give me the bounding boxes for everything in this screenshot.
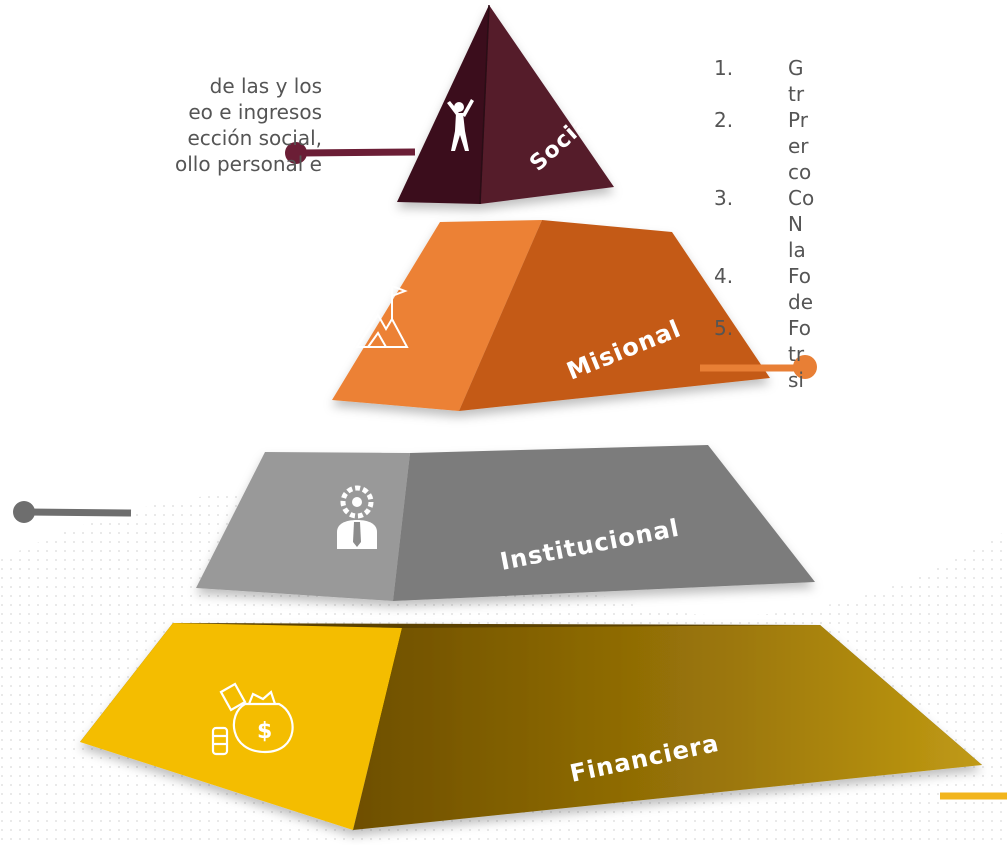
list-item-number: 1. [714, 56, 734, 80]
connector-misional [700, 355, 817, 379]
list-item-line: Fo [788, 316, 812, 340]
list-item-line: er [788, 134, 809, 158]
list-item-line: N [788, 212, 803, 236]
intro-text-line: de las y los [209, 74, 322, 98]
list-item-line: Co [788, 186, 815, 210]
svg-text:$: $ [257, 719, 272, 744]
list-item-number: 2. [714, 108, 734, 132]
intro-text-line: ollo personal e [175, 152, 322, 176]
pyramid-level-social [397, 4, 614, 205]
list-item-line: Fo [788, 264, 812, 288]
list-item-line: G [788, 56, 804, 80]
list-item-line: tr [788, 342, 805, 366]
intro-text-line: ección social, [187, 126, 322, 150]
pyramid-level-financiera [80, 623, 982, 830]
person-gear-icon [337, 485, 377, 549]
list-item-line: de [788, 290, 813, 314]
dancing-person-icon [447, 99, 474, 151]
list-item: 3. Co N la [714, 185, 1007, 263]
mountain-flag-icon [355, 285, 409, 348]
list-item: 4. Fo de [714, 263, 1007, 315]
numbered-list: 1. G tr 2. Pr er co 3. Co N la 4. Fo de … [714, 55, 1007, 595]
list-item: 1. G tr [714, 55, 1007, 107]
list-item-line: la [788, 238, 806, 262]
connector-social [285, 142, 416, 164]
list-item-line: tr [788, 82, 805, 106]
list-item: 2. Pr er co [714, 107, 1007, 185]
list-item-number: 5. [714, 316, 734, 340]
connector-institucional [13, 501, 132, 523]
list-item: 5. Fo tr si [714, 315, 1007, 393]
list-item-line: Pr [788, 108, 808, 132]
list-item-line: si [788, 368, 804, 392]
list-item-line: co [788, 160, 812, 184]
list-item-number: 4. [714, 264, 734, 288]
list-item-number: 3. [714, 186, 734, 210]
intro-text-line: eo e ingresos [188, 100, 322, 124]
pyramid-level-misional [332, 220, 770, 411]
intro-text: de las y los eo e ingresos ección social… [0, 73, 322, 183]
money-bag-icon: $ [211, 682, 294, 756]
